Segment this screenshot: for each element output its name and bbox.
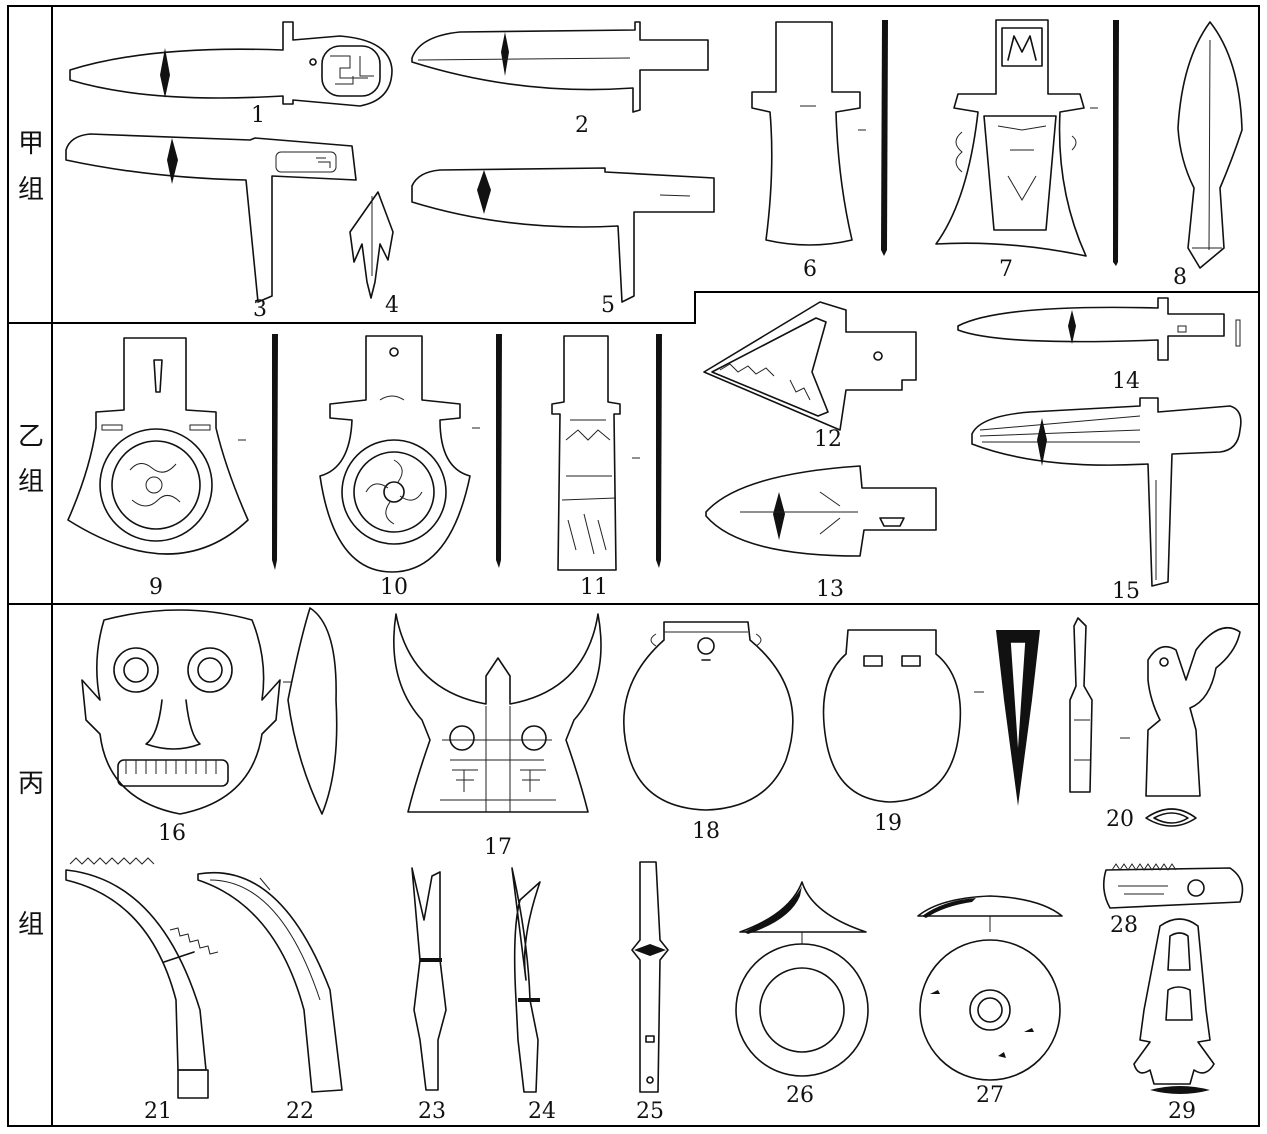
- artifact-17-horned-fitting: [393, 613, 602, 813]
- artifact-2-ge: [411, 21, 709, 113]
- artifact-28-ornament: [1102, 863, 1244, 909]
- artifact-7-ornate-yue: [935, 19, 1119, 266]
- artifact-19-spade: [822, 629, 1040, 806]
- artifact-29-pendant: [1133, 918, 1215, 1094]
- artifact-16-mask: [81, 607, 338, 815]
- figure-number-29: 29: [1168, 1099, 1196, 1124]
- figure-number-20: 20: [1106, 807, 1134, 832]
- artifact-13-ge-ridge: [705, 465, 937, 557]
- figure-number-10: 10: [380, 575, 408, 600]
- figure-numbers: 1 2 3 4 5 6 7 8 9 10 11 12 13 14 15 16 1…: [144, 103, 1196, 1124]
- artifact-15-large-ge: [971, 397, 1242, 587]
- figure-number-4: 4: [385, 293, 399, 318]
- group-label-jia: 甲 组: [18, 129, 44, 205]
- svg-text:组: 组: [18, 467, 44, 497]
- svg-text:甲: 甲: [18, 129, 44, 159]
- artifact-11-narrow-yue: [551, 334, 662, 571]
- figure-number-8: 8: [1173, 265, 1187, 290]
- artifact-18-plaque: [623, 621, 794, 811]
- artifact-14-ge: [957, 297, 1241, 361]
- artifact-6-yue-axe: [751, 20, 888, 256]
- svg-text:组: 组: [18, 910, 44, 940]
- artifact-22-sickle: [197, 871, 343, 1093]
- svg-text:丙: 丙: [18, 769, 44, 799]
- figure-number-16: 16: [158, 821, 186, 846]
- artifact-5-ge: [411, 167, 715, 303]
- figure-number-25: 25: [636, 1099, 664, 1124]
- figure-number-23: 23: [418, 1099, 446, 1124]
- artifact-24-curved-blade: [511, 867, 541, 1093]
- svg-text:组: 组: [18, 175, 44, 205]
- artifact-4-arrowhead: [349, 191, 394, 299]
- figure-number-5: 5: [601, 293, 615, 318]
- artifact-3-hooked-ge: [65, 133, 357, 303]
- figure-number-3: 3: [253, 297, 267, 322]
- artifact-1-ge-ornate-tang: [69, 21, 393, 107]
- figure-number-11: 11: [580, 575, 608, 600]
- artifact-21-toothed-sickle: [65, 857, 219, 1099]
- figure-number-22: 22: [286, 1099, 314, 1124]
- artifact-20-bird-finial: [1069, 617, 1241, 827]
- figure-number-15: 15: [1112, 579, 1140, 604]
- group-label-yi: 乙 组: [18, 422, 44, 497]
- artifact-23-forked-blade: [411, 867, 447, 1091]
- figure-number-14: 14: [1112, 369, 1140, 394]
- artifact-27-disc: [917, 895, 1063, 1081]
- artifact-10-yue-whorl: [319, 334, 502, 573]
- figure-number-21: 21: [144, 1099, 172, 1124]
- artifact-9-yue-round-motif: [67, 334, 278, 570]
- figure-number-28: 28: [1110, 913, 1138, 938]
- figure-number-6: 6: [803, 257, 817, 282]
- figure-number-17: 17: [484, 835, 512, 860]
- artifact-12-triangular-ge: [703, 301, 917, 431]
- figure-number-27: 27: [976, 1083, 1004, 1108]
- artifact-25-rod: [631, 861, 669, 1093]
- figure-number-7: 7: [999, 257, 1013, 282]
- artifact-26-disc: [735, 881, 869, 1077]
- figure-number-13: 13: [816, 577, 844, 602]
- figure-number-12: 12: [814, 427, 842, 452]
- figure-number-18: 18: [692, 819, 720, 844]
- artifact-8-spearhead: [1177, 21, 1243, 269]
- group-label-bing: 丙 组: [18, 769, 44, 940]
- figure-number-1: 1: [251, 103, 265, 128]
- figure-number-24: 24: [528, 1099, 556, 1124]
- figure-number-26: 26: [786, 1083, 814, 1108]
- figure-number-9: 9: [149, 575, 163, 600]
- figure-number-2: 2: [575, 113, 589, 138]
- figure-number-19: 19: [874, 811, 902, 836]
- svg-text:乙: 乙: [18, 422, 44, 452]
- table-frame: [7, 5, 1260, 1127]
